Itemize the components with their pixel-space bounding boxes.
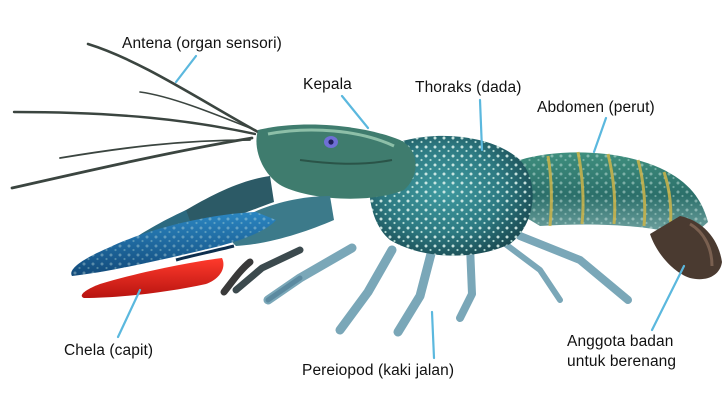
label-antena: Antena (organ sensori) bbox=[122, 34, 282, 53]
label-anggota-badan: Anggota badan untuk berenang bbox=[567, 332, 676, 372]
antennae bbox=[12, 44, 258, 188]
label-abdomen: Abdomen (perut) bbox=[537, 98, 655, 117]
label-chela: Chela (capit) bbox=[64, 341, 153, 360]
leader-antena bbox=[176, 56, 196, 82]
leader-kepala bbox=[342, 96, 368, 128]
head bbox=[256, 125, 415, 199]
leader-chela bbox=[118, 290, 140, 337]
label-pereiopod: Pereiopod (kaki jalan) bbox=[302, 361, 454, 380]
leader-pereiopod bbox=[432, 312, 434, 358]
leader-anggota bbox=[652, 266, 684, 330]
label-thoraks: Thoraks (dada) bbox=[415, 78, 522, 97]
label-anggota-line2: untuk berenang bbox=[567, 352, 676, 372]
label-kepala: Kepala bbox=[303, 75, 352, 94]
leader-abdomen bbox=[594, 118, 606, 152]
label-anggota-line1: Anggota badan bbox=[567, 332, 676, 352]
